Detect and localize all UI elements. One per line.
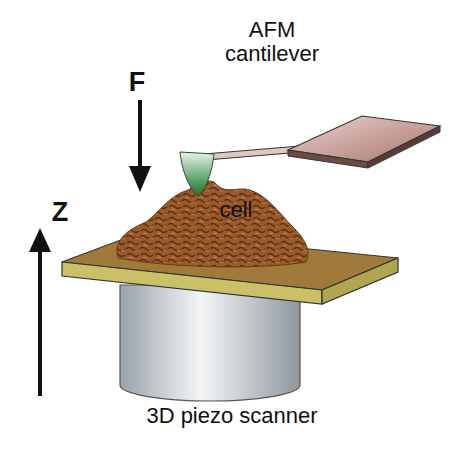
axis-label: Z <box>40 198 80 228</box>
z-arrowhead <box>29 228 51 252</box>
part-label: cell <box>201 198 271 222</box>
cell-body <box>117 181 308 267</box>
z-arrow <box>38 248 42 396</box>
force-arrowhead <box>129 166 151 192</box>
afm-tip <box>180 152 214 196</box>
part-label: 3D piezo scanner <box>102 404 362 428</box>
chip-side <box>368 126 440 168</box>
force-arrow <box>138 100 142 170</box>
chip-edge <box>288 150 368 168</box>
part-label: AFM cantilever <box>212 18 332 66</box>
force-label: F <box>117 68 157 98</box>
stage-front <box>62 262 322 304</box>
stage-side <box>322 258 398 304</box>
piezo-cylinder <box>120 285 300 401</box>
cantilever-beam <box>204 146 302 160</box>
